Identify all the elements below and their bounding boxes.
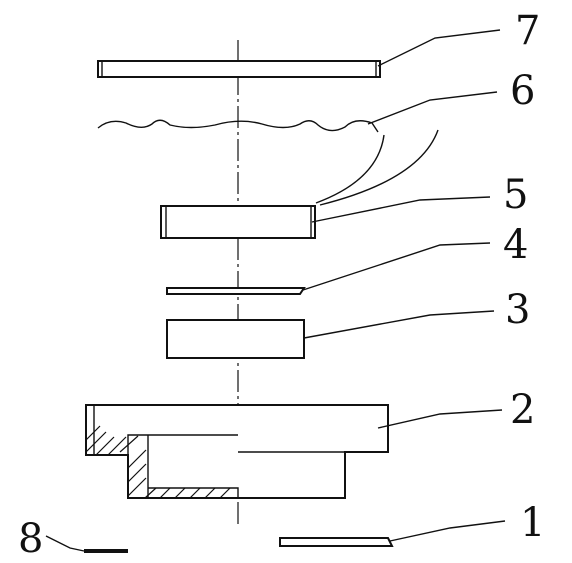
part-3-block [166,319,305,359]
callout-3: 3 [505,287,530,333]
leader-4 [302,242,491,291]
leader-8 [45,535,85,552]
callout-1: 1 [520,500,545,546]
part-1-small-plate [279,537,394,547]
callout-6: 6 [510,68,535,114]
leader-7 [377,29,501,67]
callout-5: 5 [503,172,528,218]
leader-1 [389,520,506,542]
part-7-top-plate [97,60,381,78]
callout-4: 4 [503,222,528,268]
leader-5 [311,196,491,223]
leader-6 [367,91,498,125]
callout-8: 8 [18,516,43,562]
callout-7: 7 [515,8,540,54]
leader-2 [377,409,503,429]
part-2-section-hatching [85,425,231,499]
part-5-lead-wires [315,129,439,206]
part-2-stepped-base [85,404,389,499]
leader-3 [303,310,495,339]
part-4-thin-plate [166,287,306,295]
callout-2: 2 [510,387,535,433]
part-6-wavy-membrane [97,119,379,133]
part-5-cylinder [160,205,316,239]
